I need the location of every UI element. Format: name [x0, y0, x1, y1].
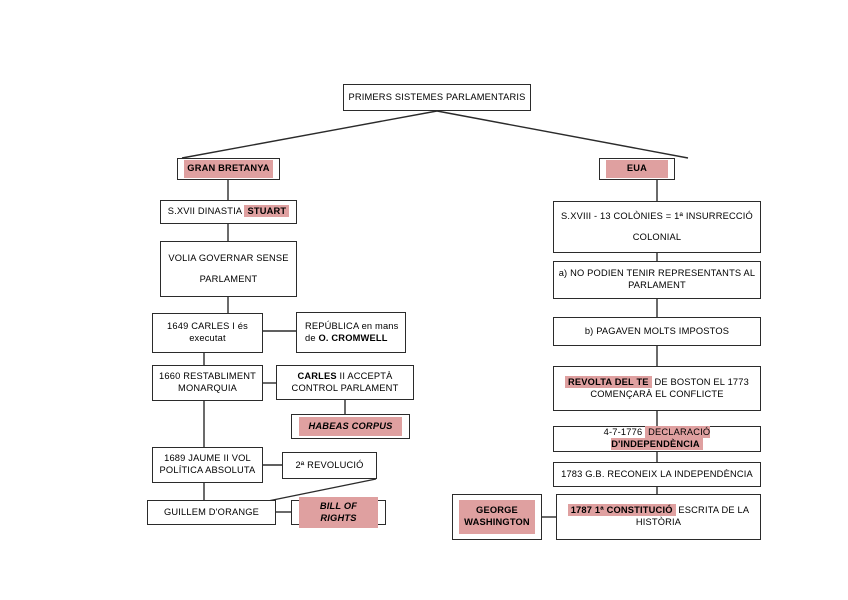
- node-reconeix-independencia[interactable]: 1783 G.B. RECONEIX LA INDEPENDÈNCIA: [553, 462, 761, 487]
- node-eua[interactable]: EUA: [599, 158, 675, 180]
- node-republica-cromwell-line2: de O. CROMWELL: [305, 332, 388, 343]
- node-volia-governar[interactable]: VOLIA GOVERNAR SENSE PARLAMENT: [160, 241, 297, 297]
- node-restabliment-monarquia[interactable]: 1660 RESTABLIMENT MONARQUIA: [152, 365, 263, 401]
- node-root-label: PRIMERS SISTEMES PARLAMENTARIS: [348, 91, 526, 102]
- node-carles-i-executat-line1: 1649 CARLES I és: [167, 321, 248, 332]
- node-declaracio-text: 4-7-1776 DECLARACIÓ D'INDEPENDÈNCIA: [603, 426, 711, 450]
- node-jaume-ii[interactable]: 1689 JAUME II VOL POLÍTICA ABSOLUTA: [152, 447, 263, 483]
- node-constitucio-line1: 1787 1ª CONSTITUCIÓ ESCRITA DE LA: [561, 504, 756, 517]
- node-restabliment-line1: 1660 RESTABLIMENT: [159, 371, 256, 382]
- node-constitucio-line2: HISTÒRIA: [635, 517, 682, 527]
- node-primera-constitucio[interactable]: 1787 1ª CONSTITUCIÓ ESCRITA DE LA HISTÒR…: [556, 494, 761, 540]
- node-punt-a-line1: a) NO PODIEN TENIR REPRESENTANTS AL: [558, 268, 756, 279]
- node-guillem-dorange-label: GUILLEM D'ORANGE: [163, 506, 260, 517]
- node-guillem-dorange[interactable]: GUILLEM D'ORANGE: [147, 500, 276, 525]
- node-gran-bretanya-label: GRAN BRETANYA: [184, 160, 273, 178]
- node-habeas-corpus[interactable]: HABEAS CORPUS: [291, 414, 410, 439]
- node-carles-ii-accepta[interactable]: CARLES II ACCEPTÀ CONTROL PARLAMENT: [276, 365, 414, 400]
- node-habeas-corpus-label: HABEAS CORPUS: [299, 416, 402, 437]
- node-carles-ii-line1: CARLES II ACCEPTÀ: [297, 370, 393, 381]
- highlight-revolta-del-te: REVOLTA DEL TE: [565, 375, 652, 388]
- node-segona-revolucio-label: 2ª REVOLUCIÓ: [295, 459, 364, 470]
- node-dinastia-stuart-text: S.XVII DINASTIA STUART: [165, 205, 292, 218]
- node-volia-governar-line1: VOLIA GOVERNAR SENSE: [168, 252, 289, 263]
- node-punt-b-label: b) PAGAVEN MOLTS IMPOSTOS: [584, 325, 730, 336]
- node-punt-a[interactable]: a) NO PODIEN TENIR REPRESENTANTS AL PARL…: [553, 261, 761, 299]
- node-dinastia-stuart[interactable]: S.XVII DINASTIA STUART: [160, 200, 297, 224]
- node-punt-a-line2: PARLAMENT: [628, 280, 686, 290]
- node-root[interactable]: PRIMERS SISTEMES PARLAMENTARIS: [343, 84, 531, 111]
- node-colonies-line1: S.XVIII - 13 COLÒNIES = 1ª INSURRECCIÓ: [561, 210, 753, 221]
- node-republica-cromwell-line1: REPÚBLICA en mans: [305, 320, 399, 331]
- node-george-washington-text: GEORGE WASHINGTON: [459, 500, 535, 534]
- node-colonies-line2: COLONIAL: [632, 231, 682, 242]
- node-colonies[interactable]: S.XVIII - 13 COLÒNIES = 1ª INSURRECCIÓ C…: [553, 201, 761, 253]
- node-republica-cromwell[interactable]: REPÚBLICA en mans de O. CROMWELL: [296, 312, 406, 353]
- node-bill-of-rights-label: BILL OF RIGHTS: [299, 496, 378, 529]
- node-eua-label: EUA: [606, 160, 668, 178]
- node-jaume-ii-line1: 1689 JAUME II VOL: [164, 453, 251, 464]
- node-gran-bretanya[interactable]: GRAN BRETANYA: [177, 158, 280, 180]
- node-punt-b[interactable]: b) PAGAVEN MOLTS IMPOSTOS: [553, 317, 761, 346]
- node-jaume-ii-line2: POLÍTICA ABSOLUTA: [159, 465, 256, 475]
- node-reconeix-label: 1783 G.B. RECONEIX LA INDEPENDÈNCIA: [561, 468, 753, 479]
- highlight-constitucio: 1787 1ª CONSTITUCIÓ: [567, 504, 676, 517]
- node-revolta-line2: COMENÇARÀ EL CONFLICTE: [590, 388, 724, 399]
- node-revolta-del-te[interactable]: REVOLTA DEL TE DE BOSTON EL 1773 COMENÇA…: [553, 366, 761, 411]
- node-bill-of-rights[interactable]: BILL OF RIGHTS: [291, 496, 386, 529]
- node-carles-ii-line2: CONTROL PARLAMENT: [291, 382, 399, 393]
- node-carles-i-executat-line2: executat: [189, 333, 226, 343]
- node-carles-i-executat[interactable]: 1649 CARLES I és executat: [152, 313, 263, 353]
- node-volia-governar-line2: PARLAMENT: [199, 273, 258, 284]
- node-segona-revolucio[interactable]: 2ª REVOLUCIÓ: [282, 452, 377, 479]
- node-george-washington[interactable]: GEORGE WASHINGTON: [452, 494, 542, 540]
- node-restabliment-line2: MONARQUIA: [178, 383, 237, 393]
- node-declaracio-independencia[interactable]: 4-7-1776 DECLARACIÓ D'INDEPENDÈNCIA: [553, 426, 761, 452]
- highlight-stuart: STUART: [244, 205, 290, 218]
- node-revolta-line1: REVOLTA DEL TE DE BOSTON EL 1773: [558, 375, 756, 389]
